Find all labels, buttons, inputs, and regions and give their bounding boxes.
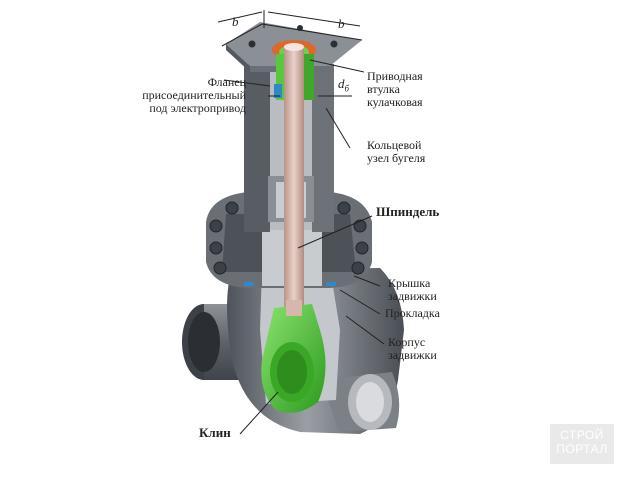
dim-d: dб [338,76,349,94]
watermark-logo: СТРОЙ ПОРТАЛ [550,424,614,464]
leader-lines [223,59,385,435]
label-flange: Фланец присоединительный под электроприв… [142,75,246,115]
label-spindle: Шпиндель [376,204,440,219]
label-wedge: Клин [199,425,231,440]
label-drive-sleeve: Приводная втулка кулачковая [367,69,423,109]
gasket-marks [244,282,336,286]
label-cover: Крышка задвижки [388,276,437,303]
wedge-gate [261,300,326,413]
label-gasket: Прокладка [385,306,440,320]
dim-b-left: b [232,14,239,29]
dim-b-right: b [338,16,345,31]
label-body: Корпус задвижки [388,335,437,362]
dimension-lines [217,10,363,97]
spindle-rod [284,43,304,316]
label-yoke-unit: Кольцевой узел бугеля [367,138,426,165]
dim-d-main: d [338,76,345,91]
dim-d-sub: б [344,83,350,94]
